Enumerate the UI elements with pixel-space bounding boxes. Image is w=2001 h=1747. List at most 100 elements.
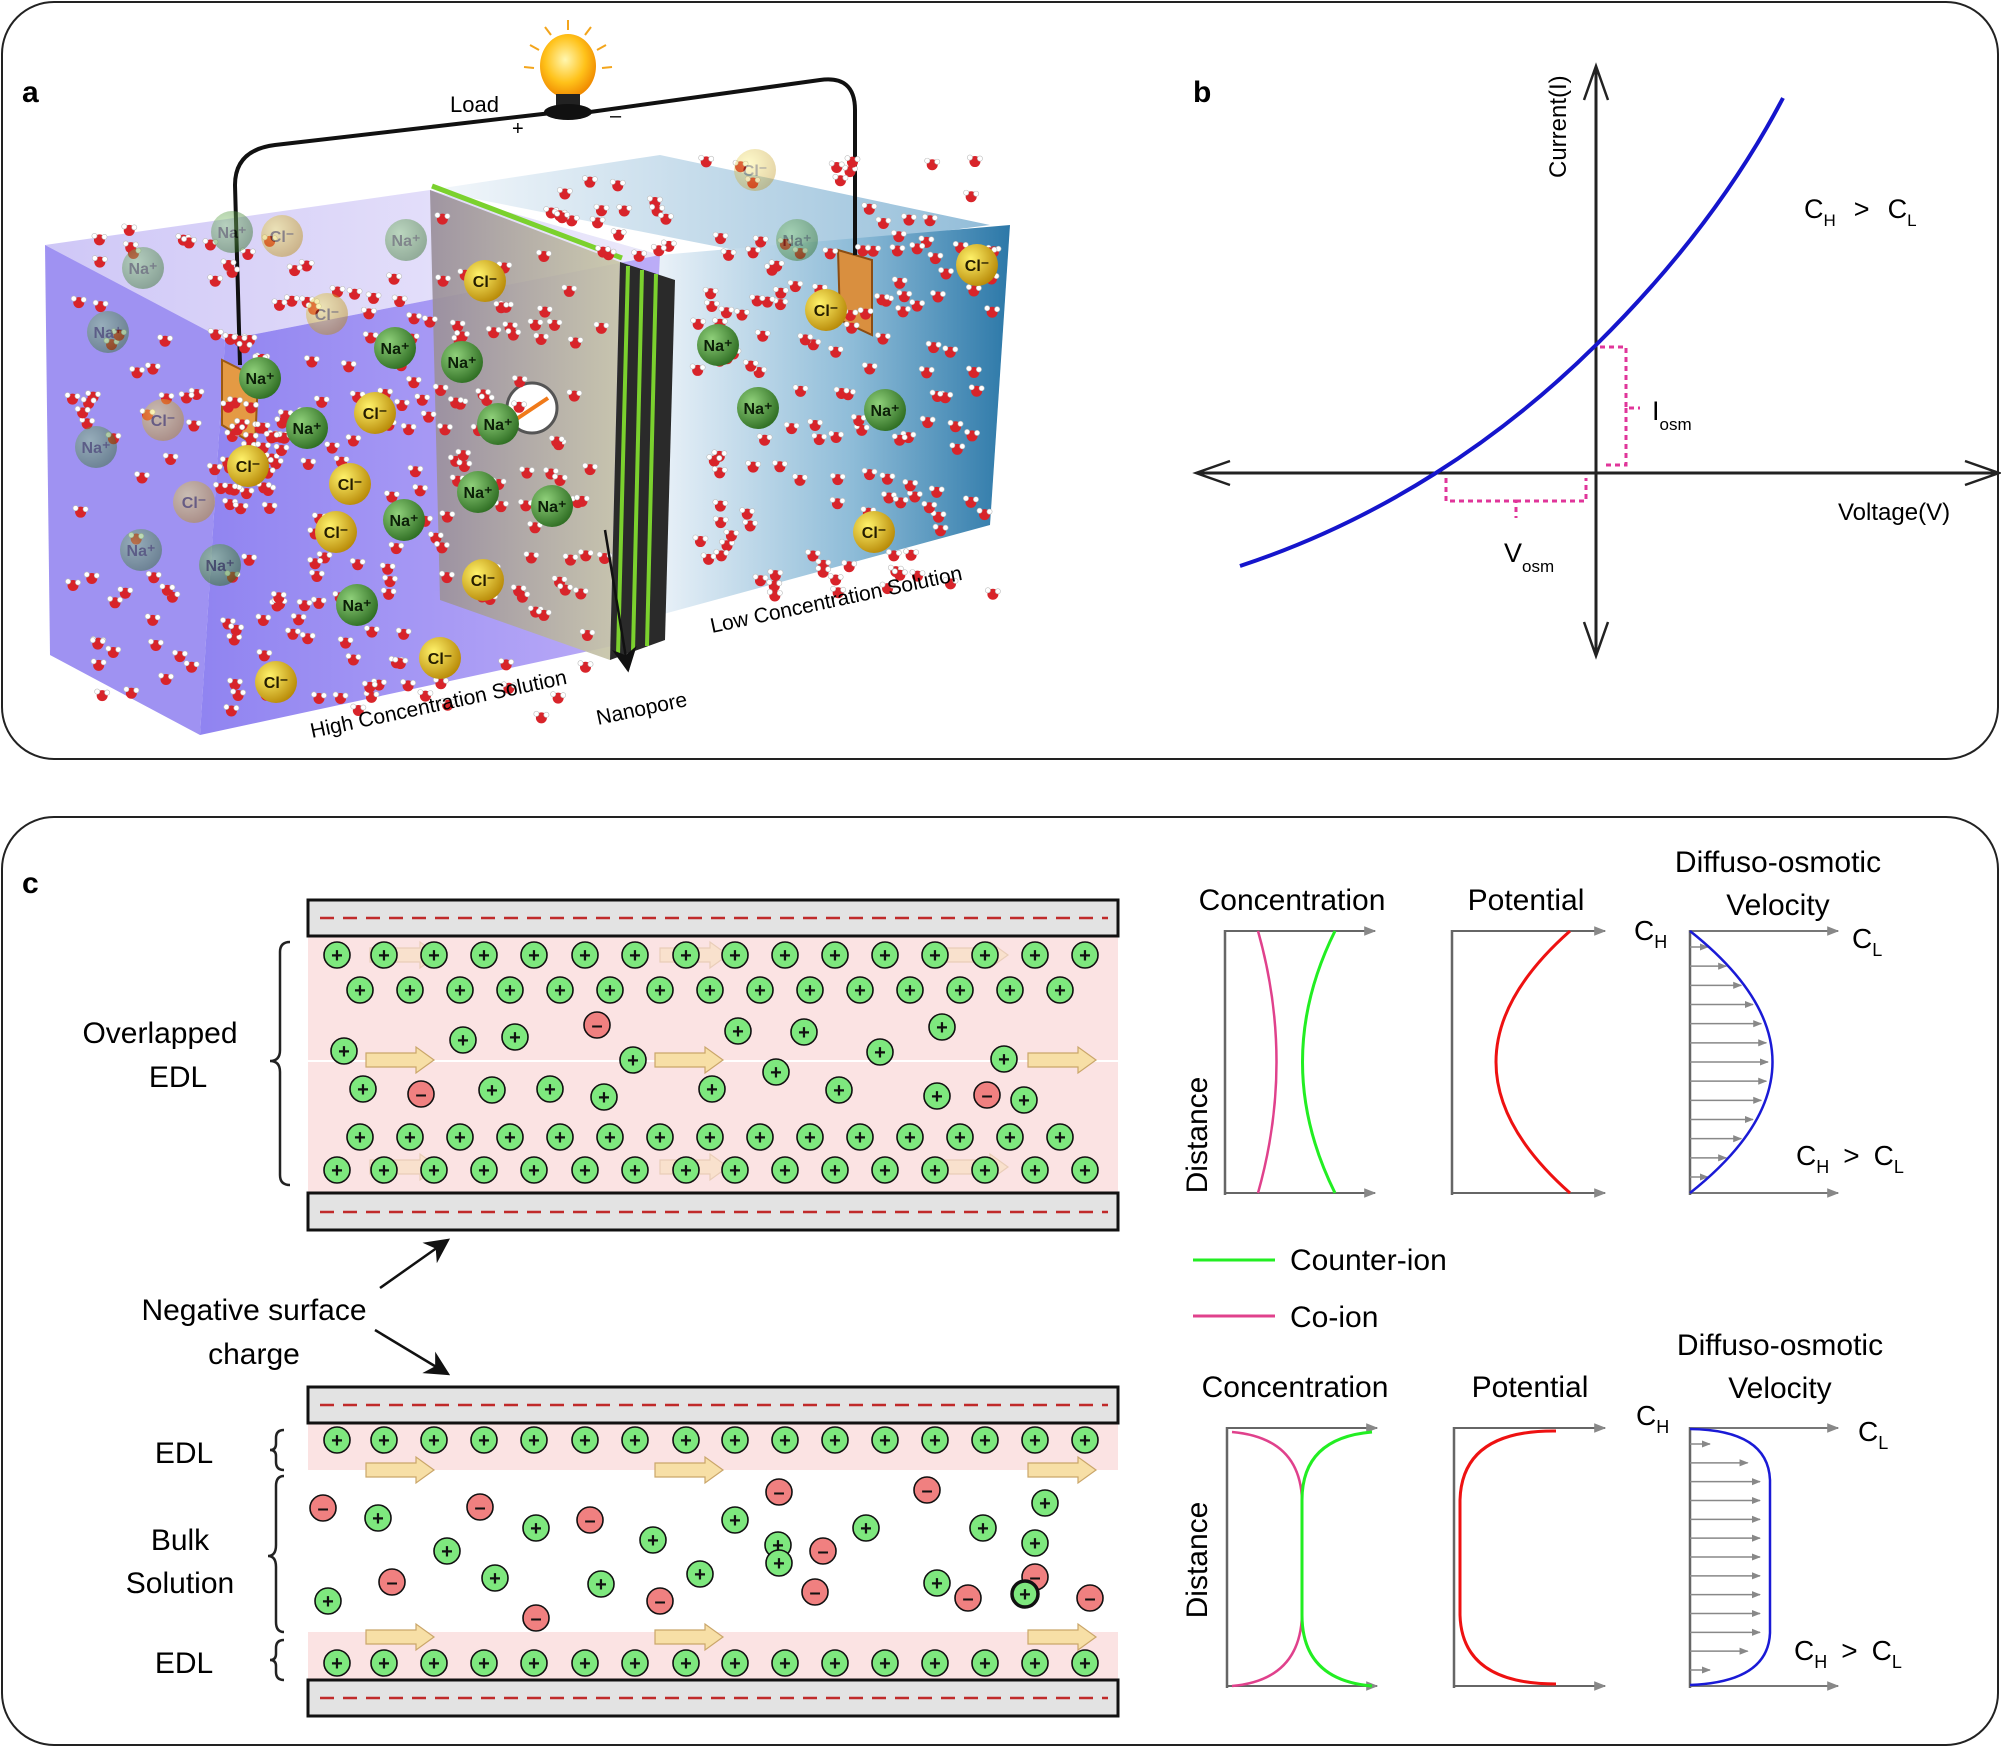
svg-text:+: +: [629, 1160, 641, 1182]
svg-text:+: +: [509, 1027, 521, 1049]
water-molecule: [391, 294, 408, 308]
water-molecule: [412, 483, 429, 497]
water-molecule: [535, 608, 552, 621]
panel-ab-frame: [1, 1, 1999, 760]
svg-text:+: +: [454, 1127, 466, 1149]
svg-text:+: +: [1029, 1533, 1041, 1555]
water-molecule: [263, 430, 280, 444]
svg-text:+: +: [598, 1087, 610, 1109]
water-molecule: [523, 551, 540, 564]
water-molecule: [861, 467, 878, 481]
cation: +: [871, 1426, 899, 1454]
top-potential-curve: [1494, 929, 1571, 1195]
svg-text:–: –: [415, 1084, 426, 1106]
svg-text:–: –: [809, 1582, 820, 1604]
chloride-ion: Cl⁻: [419, 637, 461, 679]
water-molecule: [159, 583, 176, 596]
water-molecule: [582, 462, 599, 476]
water-molecule: [220, 258, 237, 271]
svg-text:+: +: [879, 945, 891, 967]
water-molecule: [361, 680, 378, 693]
water-molecule: [299, 631, 316, 645]
water-molecule: [711, 466, 728, 479]
cation: +: [971, 1426, 999, 1454]
water-molecule: [574, 494, 590, 507]
water-molecule: [828, 160, 845, 173]
water-molecule: [345, 434, 362, 447]
right-electrode: [836, 248, 873, 337]
water-molecule: [382, 574, 398, 588]
water-molecule: [874, 292, 890, 306]
cation: +: [433, 1537, 461, 1565]
svg-text:+: +: [357, 1079, 369, 1101]
water-molecule: [349, 390, 366, 403]
svg-text:+: +: [457, 1030, 469, 1052]
water-molecule: [121, 223, 138, 236]
water-molecule: [712, 231, 729, 245]
svg-text:+: +: [528, 945, 540, 967]
svg-text:+: +: [694, 1564, 706, 1586]
svg-text:+: +: [647, 1530, 659, 1552]
water-molecule: [925, 340, 942, 354]
water-molecule: [927, 251, 944, 265]
negative-surface-charge-label-1: Negative surface: [141, 1294, 366, 1327]
cation: +: [971, 1649, 999, 1677]
water-molecule: [454, 329, 470, 343]
water-molecule: [805, 549, 821, 562]
water-molecule: [273, 443, 290, 456]
water-molecule: [815, 565, 832, 578]
top-counter-ion-curve: [1301, 930, 1337, 1194]
svg-text:+: +: [773, 1553, 785, 1575]
svg-text:Cl⁻: Cl⁻: [270, 229, 294, 246]
cation: +: [724, 1017, 752, 1045]
current-axis-arrow-up: [1582, 62, 1610, 101]
svg-text:+: +: [579, 1160, 591, 1182]
water-molecule: [363, 625, 380, 638]
bottom-potential-title: Potential: [1472, 1371, 1589, 1404]
water-molecule: [792, 473, 808, 486]
water-molecule: [72, 505, 89, 518]
water-molecule: [80, 396, 97, 409]
svg-text:Cl⁻: Cl⁻: [428, 651, 452, 668]
water-molecule: [162, 452, 179, 466]
water-molecule: [286, 263, 303, 277]
svg-text:+: +: [879, 1160, 891, 1182]
cation: +: [546, 976, 574, 1004]
counter-ion-label: Counter-ion: [1290, 1244, 1447, 1277]
flow-arrow: [365, 1455, 436, 1485]
svg-text:+: +: [979, 1160, 991, 1182]
panel-a-label: a: [22, 76, 39, 109]
water-molecule: [395, 627, 412, 640]
chloride-ion: Cl⁻: [805, 289, 847, 331]
water-molecule: [501, 681, 517, 694]
sodium-ion: Na⁺: [87, 311, 129, 353]
water-molecule: [206, 462, 223, 476]
water-molecule: [875, 332, 891, 345]
flow-arrow: [654, 1455, 725, 1485]
cation: +: [923, 1082, 951, 1110]
svg-text:+: +: [1079, 1430, 1091, 1452]
iv-curve: [1239, 97, 1785, 568]
cation: +: [420, 1426, 448, 1454]
water-molecule: [703, 299, 720, 313]
iv-plot: Current(I) Voltage(V) CH>CL Iosm Vosm: [1192, 62, 2001, 660]
water-molecule: [207, 328, 224, 341]
cation: +: [470, 1426, 498, 1454]
water-molecule: [345, 653, 362, 666]
svg-text:+: +: [478, 1430, 490, 1452]
svg-text:+: +: [354, 980, 366, 1002]
svg-text:+: +: [804, 1127, 816, 1149]
svg-text:+: +: [729, 1430, 741, 1452]
cation: +: [1031, 1489, 1059, 1517]
cation: +: [921, 941, 949, 969]
negative-surface-charge-label-2: charge: [208, 1338, 300, 1371]
svg-text:+: +: [579, 1430, 591, 1452]
water-molecule: [107, 595, 123, 609]
svg-text:+: +: [680, 945, 692, 967]
water-molecule: [303, 355, 320, 368]
svg-text:Na⁺: Na⁺: [293, 421, 322, 438]
cation: +: [520, 941, 548, 969]
anion: –: [765, 1478, 793, 1506]
svg-text:+: +: [1029, 1653, 1041, 1675]
svg-text:+: +: [378, 1160, 390, 1182]
